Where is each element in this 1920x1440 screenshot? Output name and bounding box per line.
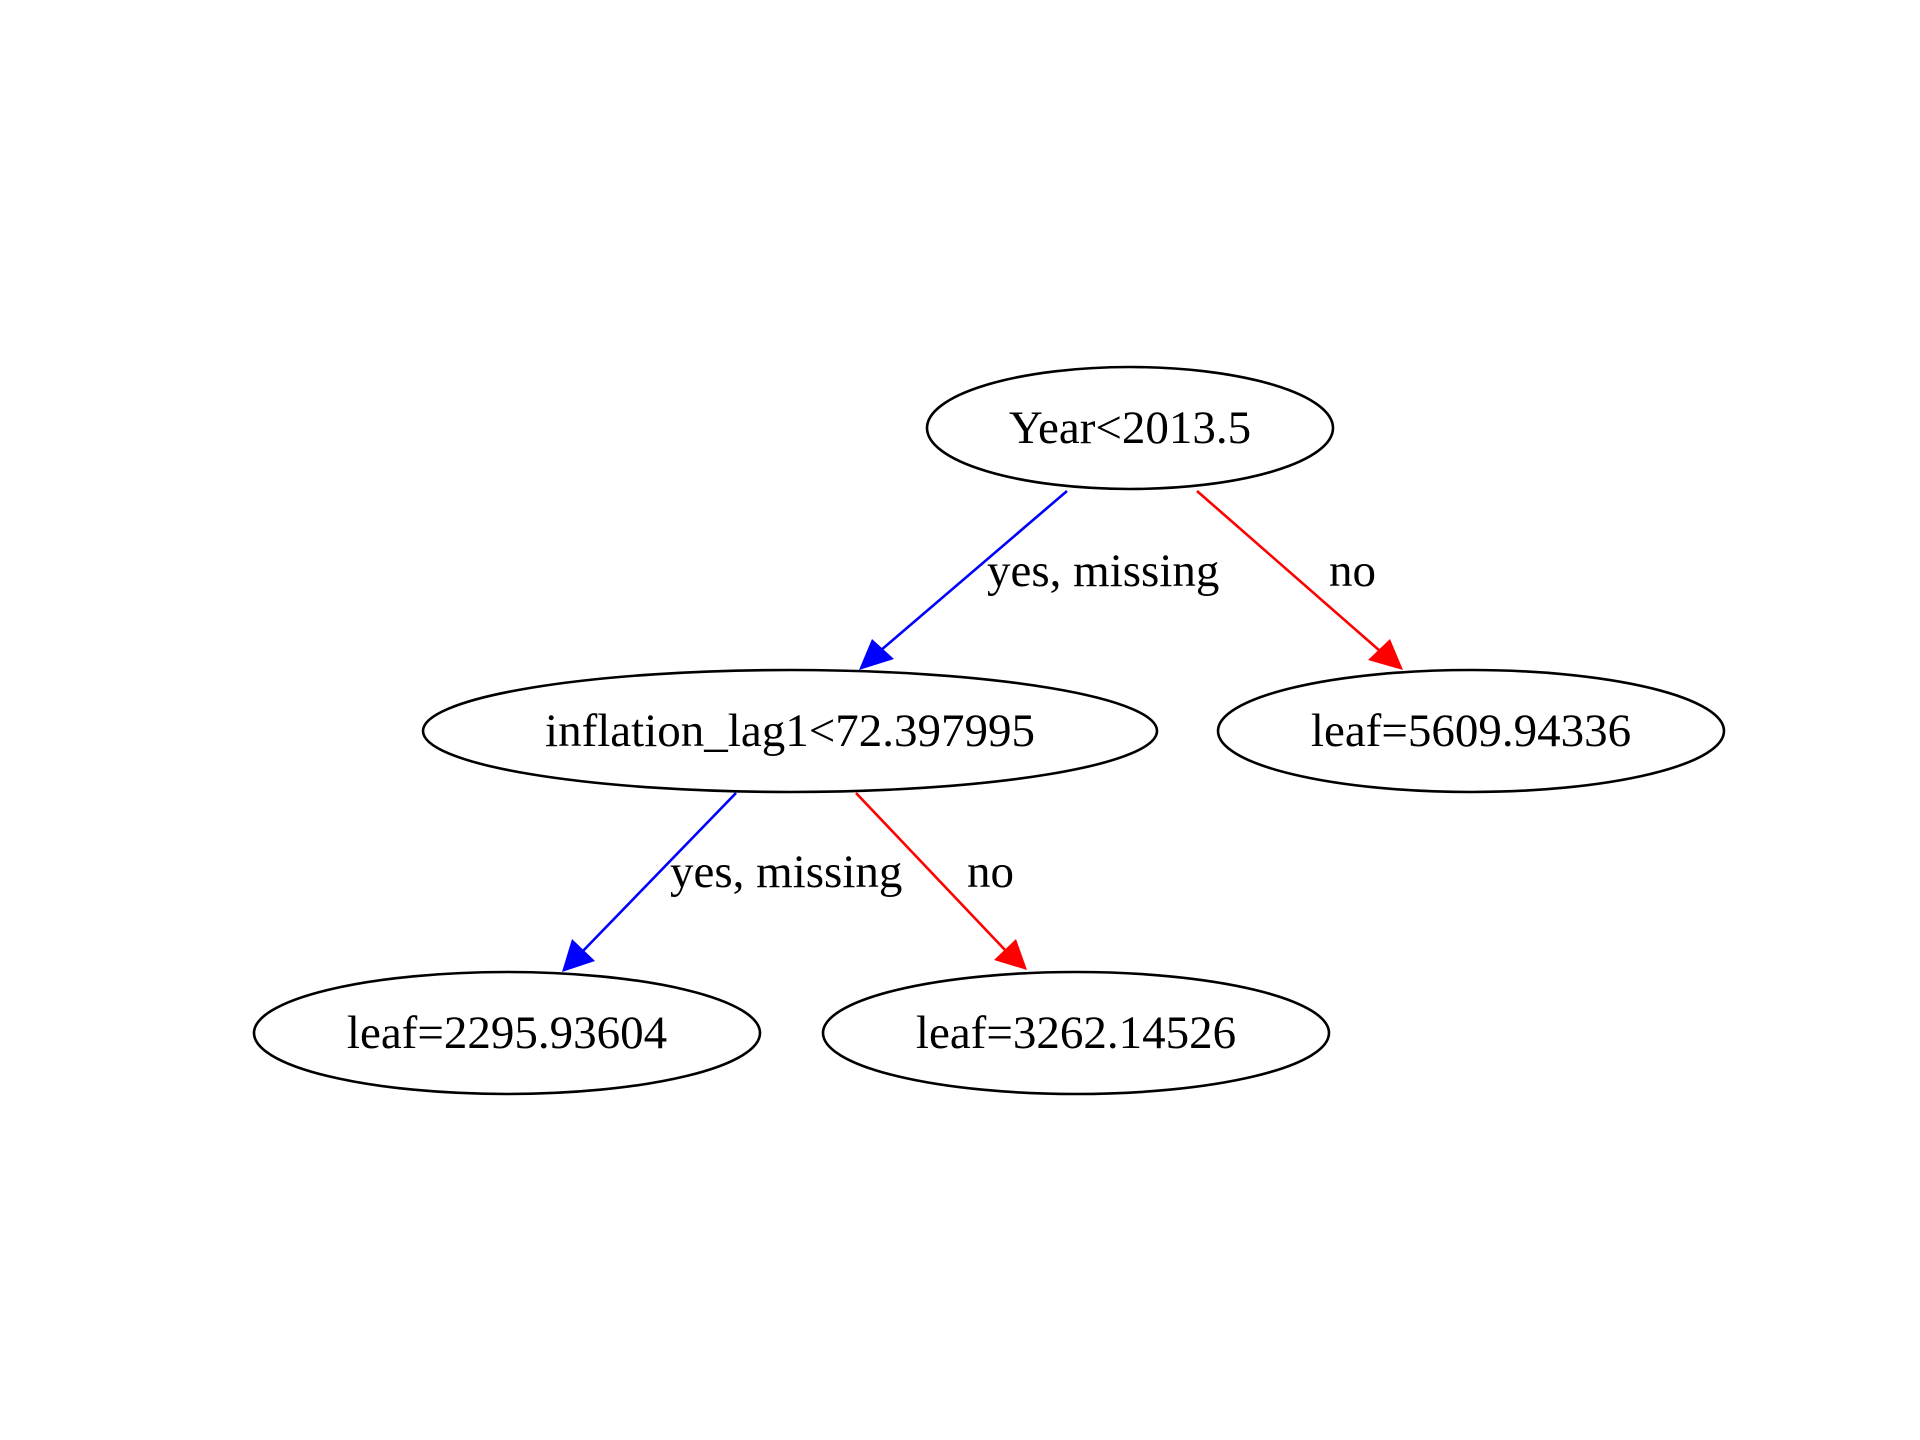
node-root: Year<2013.5 [925,365,1335,491]
edge-label-yes-missing: yes, missing [670,846,902,898]
arrowhead-no [1368,639,1403,670]
edge-inflation-to-leaf-middle: no [855,792,1027,970]
arrowhead-yes [859,639,894,670]
edge-label-yes-missing: yes, missing [987,545,1219,597]
node-ellipse [821,970,1331,1096]
edge-line-yes [879,490,1068,652]
node-label-leaf-middle: leaf=3262.14526 [916,1007,1236,1059]
edge-line-yes [580,792,737,954]
node-ellipse [421,668,1159,794]
node-label-leaf-left: leaf=2295.93604 [347,1007,667,1059]
node-label-leaf-right: leaf=5609.94336 [1311,705,1631,757]
node-leaf-middle: leaf=3262.14526 [821,970,1331,1096]
arrowhead-yes [562,939,595,972]
node-leaf-left: leaf=2295.93604 [252,970,762,1096]
node-ellipse [925,365,1335,491]
arrowhead-no [994,939,1027,970]
edge-line-no [855,792,1007,952]
edge-line-no [1196,490,1381,652]
node-ellipse [1216,668,1726,794]
edge-root-to-inflation: yes, missing [859,490,1219,670]
node-label-root: Year<2013.5 [1009,402,1251,454]
edge-inflation-to-leaf-left: yes, missing [562,792,902,972]
edge-label-no: no [967,846,1014,898]
edge-root-to-leaf-right: no [1196,490,1403,670]
node-label-inflation: inflation_lag1<72.397995 [545,705,1035,757]
node-leaf-right: leaf=5609.94336 [1216,668,1726,794]
edge-label-no: no [1329,545,1376,597]
node-inflation-split: inflation_lag1<72.397995 [421,668,1159,794]
node-ellipse [252,970,762,1096]
